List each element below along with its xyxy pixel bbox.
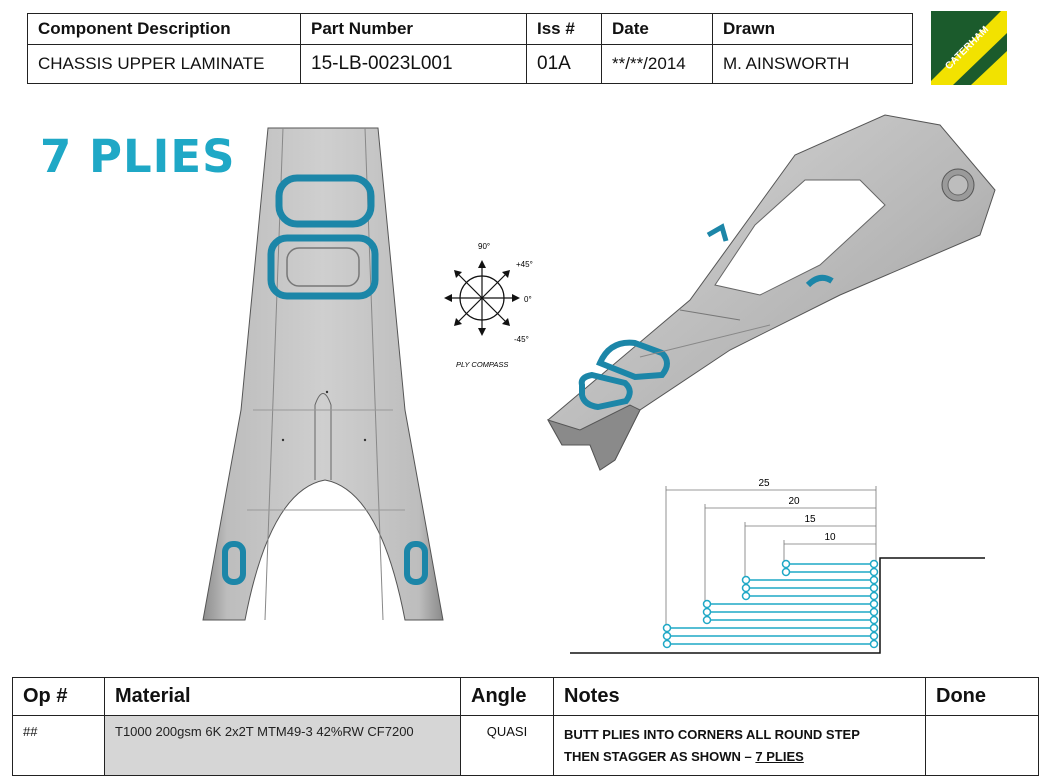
- caterham-logo: CATERHAM: [931, 11, 1007, 85]
- done-cell[interactable]: [925, 715, 1039, 776]
- dim-10: 10: [824, 532, 836, 543]
- notes-line-2-text: THEN STAGGER AS SHOWN –: [564, 749, 756, 764]
- notes-line-2: THEN STAGGER AS SHOWN – 7 PLIES: [564, 746, 915, 768]
- compass-label-plus45: +45°: [516, 260, 533, 269]
- component-description: CHASSIS UPPER LAMINATE: [27, 44, 301, 84]
- ops-col-done: Done: [925, 677, 1039, 716]
- notes-cell: BUTT PLIES INTO CORNERS ALL ROUND STEP T…: [553, 715, 926, 776]
- drawn-by: M. AINSWORTH: [712, 44, 913, 84]
- plies-title: 7 PLIES: [40, 130, 236, 183]
- ops-col-notes: Notes: [553, 677, 926, 716]
- ops-col-op: Op #: [12, 677, 105, 716]
- issue-number: 01A: [526, 44, 602, 84]
- ops-col-angle: Angle: [460, 677, 554, 716]
- op-number: ##: [12, 715, 105, 776]
- header-table: Component Description Part Number Iss # …: [27, 13, 913, 84]
- dim-15: 15: [804, 514, 816, 525]
- notes-line-1: BUTT PLIES INTO CORNERS ALL ROUND STEP: [564, 727, 860, 742]
- compass-label-90: 90°: [478, 242, 490, 251]
- header-col-description: Component Description: [27, 13, 301, 45]
- notes-emphasis: 7 PLIES: [755, 749, 804, 764]
- compass-label-0: 0°: [524, 295, 532, 304]
- dim-25: 25: [758, 478, 770, 489]
- header-col-issue: Iss #: [526, 13, 602, 45]
- angle-cell: QUASI: [460, 715, 554, 776]
- ply-compass: 90° +45° 0° -45° PLY COMPASS: [444, 242, 533, 369]
- stagger-diagram: 25 20 15 10: [570, 478, 985, 654]
- material-cell: T1000 200gsm 6K 2x2T MTM49-3 42%RW CF720…: [104, 715, 461, 776]
- table-row: ## T1000 200gsm 6K 2x2T MTM49-3 42%RW CF…: [12, 715, 1039, 776]
- ops-col-material: Material: [104, 677, 461, 716]
- dim-20: 20: [788, 496, 800, 507]
- date-value: **/**/2014: [601, 44, 713, 84]
- compass-label-minus45: -45°: [514, 335, 529, 344]
- part-number: 15-LB-0023L001: [300, 44, 527, 84]
- chassis-top-view: [202, 127, 444, 621]
- header-col-drawn: Drawn: [712, 13, 913, 45]
- operations-table: Op # Material Angle Notes Done ## T1000 …: [12, 677, 1039, 776]
- header-col-part-number: Part Number: [300, 13, 527, 45]
- chassis-isometric-view: [546, 114, 996, 471]
- header-col-date: Date: [601, 13, 713, 45]
- compass-caption: PLY COMPASS: [456, 360, 508, 369]
